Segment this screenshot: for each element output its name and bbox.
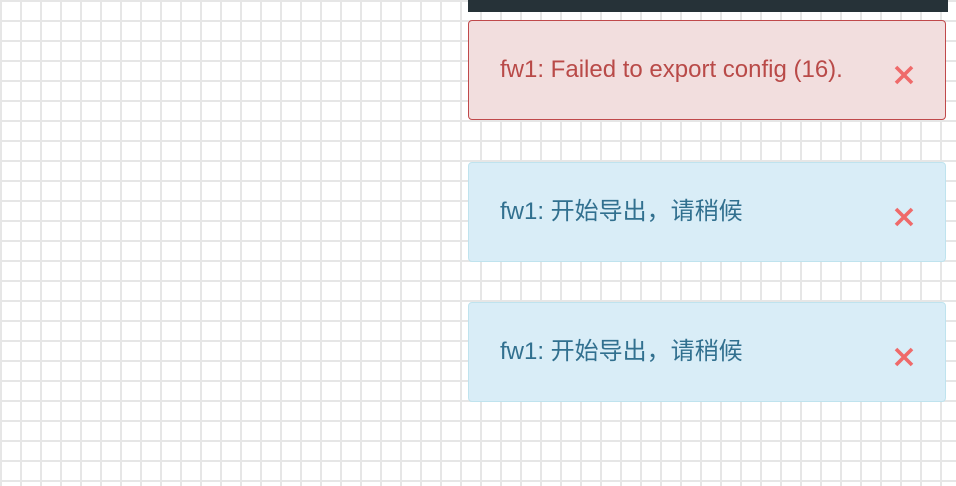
- toast-info: fw1: 开始导出，请稍候: [468, 162, 946, 262]
- close-icon: [894, 347, 914, 367]
- toast-error: fw1: Failed to export config (16).: [468, 20, 946, 120]
- close-button[interactable]: [892, 345, 916, 369]
- toast-message: fw1: 开始导出，请稍候: [500, 338, 743, 365]
- close-button[interactable]: [892, 63, 916, 87]
- toast-message: fw1: Failed to export config (16).: [500, 56, 843, 83]
- toast-info: fw1: 开始导出，请稍候: [468, 302, 946, 402]
- notification-panel-header-bar: [468, 0, 948, 12]
- close-icon: [894, 207, 914, 227]
- toast-message: fw1: 开始导出，请稍候: [500, 198, 743, 225]
- close-icon: [894, 65, 914, 85]
- close-button[interactable]: [892, 205, 916, 229]
